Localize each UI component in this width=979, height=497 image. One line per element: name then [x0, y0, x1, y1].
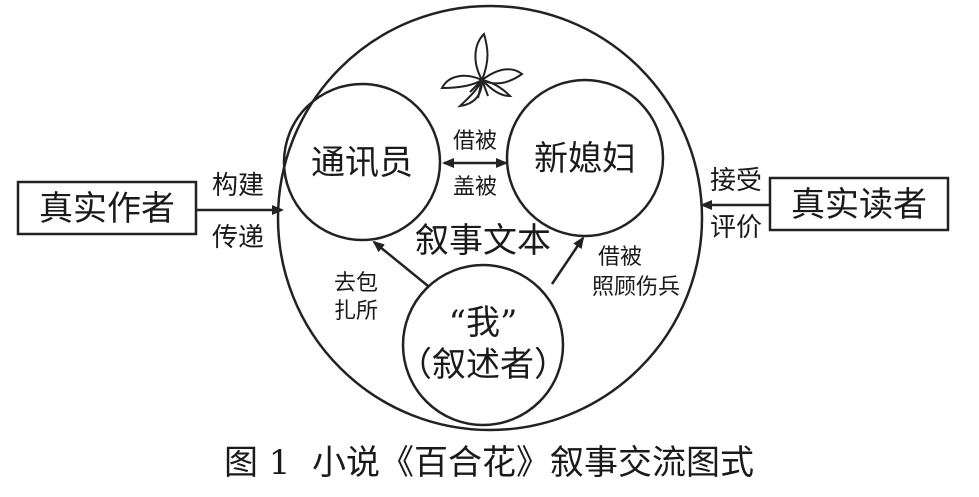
real-author-box — [16, 180, 198, 236]
transmit-label: 传递 — [212, 223, 264, 253]
narrator-to-correspondent-arrow — [372, 240, 429, 287]
narrator-to-bride-arrow — [550, 236, 585, 285]
cover-quilt-label: 盖被 — [453, 175, 497, 200]
narrator-label-1: “我” — [449, 303, 518, 343]
borrow-care-label-2: 照顾伤兵 — [592, 275, 680, 300]
narrator-circle — [401, 263, 565, 427]
borrow-quilt-label: 借被 — [453, 129, 497, 154]
figure-caption: 图 1 小说《百合花》叙事交流图式 — [224, 443, 754, 483]
construct-label: 构建 — [212, 171, 264, 201]
borrow-care-label-1: 借被 — [598, 245, 642, 270]
receive-label: 接受 — [710, 166, 762, 196]
real-author-label: 真实作者 — [39, 189, 175, 229]
correspondent-label: 通讯员 — [311, 143, 413, 183]
bride-label: 新媳妇 — [534, 139, 636, 179]
narrative-text-label: 叙事文本 — [415, 221, 551, 261]
narrator-label-2: （叙述者） — [398, 345, 568, 385]
go-to-dressing-station-label-2: 扎所 — [334, 299, 378, 324]
go-to-dressing-station-label-1: 去包 — [334, 271, 378, 296]
evaluate-label: 评价 — [710, 213, 762, 243]
correspondent-circle — [282, 82, 442, 242]
narrative-text-circle — [276, 4, 704, 432]
lily-flower-icon — [440, 32, 524, 108]
real-reader-label: 真实读者 — [791, 185, 927, 225]
